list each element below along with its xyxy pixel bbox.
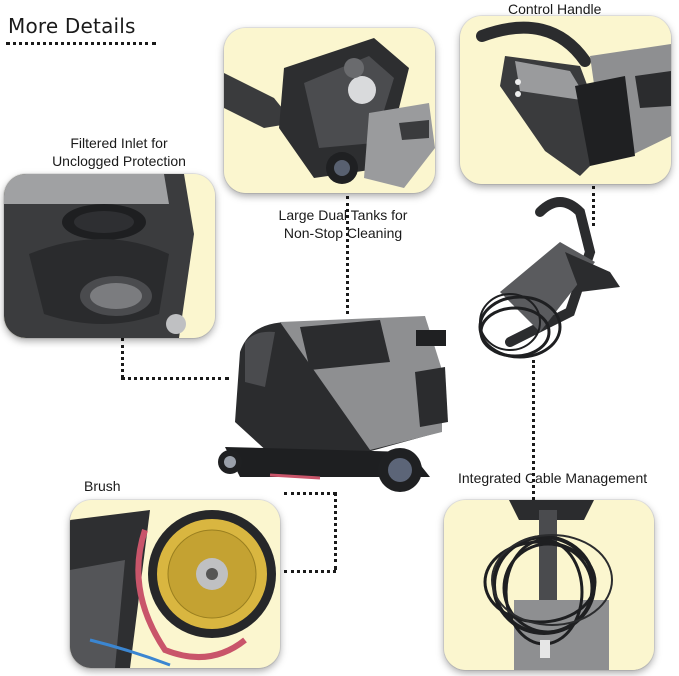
label-filtered-inlet-line1: Filtered Inlet for [70,135,168,151]
panel-brush [70,500,280,668]
label-brush: Brush [84,478,121,494]
filtered-inlet-photo [4,174,215,338]
connector-brush-h2 [284,570,336,573]
panel-cable-management [444,500,654,670]
floor-scrubber-photo [218,197,620,492]
label-dual-tanks-line2: Non-Stop Cleaning [283,225,403,241]
brush-photo [70,500,280,668]
label-control-handle: Control Handle [508,1,602,17]
open-tanks-photo [224,28,435,193]
label-filtered-inlet: Filtered Inlet for Unclogged Protection [34,134,204,170]
panel-dual-tanks [224,28,435,193]
connector-inlet-v [121,338,124,378]
machine-image [210,192,640,492]
control-handle-photo [460,16,671,184]
title-underline [6,42,156,45]
panel-control-handle [460,16,671,184]
connector-inlet-h [121,377,229,380]
label-dual-tanks: Large Dual Tanks for Non-Stop Cleaning [258,206,428,242]
label-filtered-inlet-line2: Unclogged Protection [52,153,186,169]
page-title: More Details [8,14,136,38]
cable-reel-photo [444,500,654,670]
label-cable-management: Integrated Cable Management [458,470,648,486]
connector-brush-h [284,492,336,495]
label-dual-tanks-line1: Large Dual Tanks for [278,207,408,223]
connector-handle [592,186,595,226]
panel-filtered-inlet [4,174,215,338]
connector-tanks [346,196,349,314]
connector-cable [532,360,535,500]
connector-brush-v1 [334,492,337,570]
